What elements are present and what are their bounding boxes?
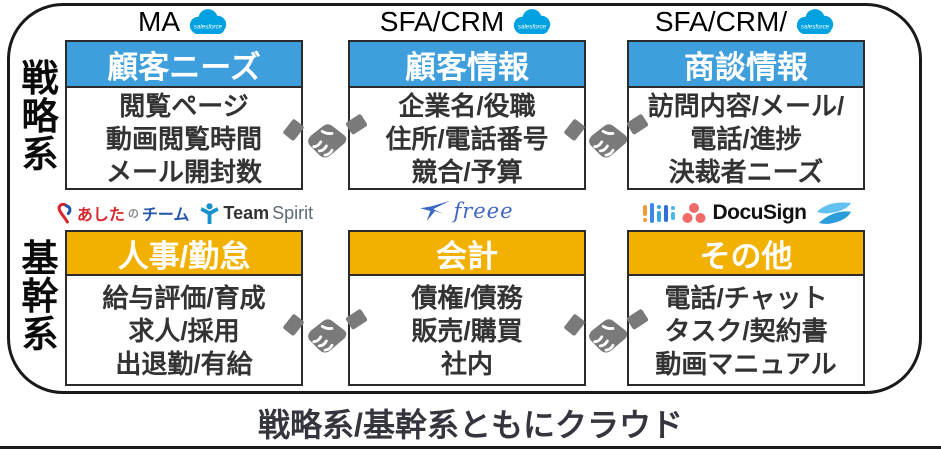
ashita-text-no: の: [127, 208, 139, 220]
category-label-sfacrm: SFA/CRM salesforce: [348, 5, 586, 39]
freee-text: freee: [453, 199, 514, 223]
box-line: 販売/購買: [411, 315, 523, 346]
category-label-ma: MA salesforce: [65, 5, 303, 39]
svg-text:salesforce: salesforce: [518, 23, 547, 30]
handshake-icon: [283, 104, 367, 174]
box-hr-attendance: 人事/勤怠 給与評価/育成 求人/採用 出退勤/有給: [65, 230, 303, 386]
svg-text:salesforce: salesforce: [801, 23, 830, 30]
box-line: タスク/契約書: [664, 315, 828, 346]
svg-text:salesforce: salesforce: [194, 23, 223, 30]
box-customer-info: 顧客情報 企業名/役職 住所/電話番号 競合/予算: [348, 40, 586, 190]
ashita-no-team-logo: あしたのチーム: [55, 201, 190, 225]
box-body: 電話/チャット タスク/契約書 動画マニュアル: [629, 276, 863, 386]
box-deal-info: 商談情報 訪問内容/メール/ 電話/進捗 決裁者ニーズ: [627, 40, 865, 190]
box-body: 訪問内容/メール/ 電話/進捗 決裁者ニーズ: [629, 88, 863, 190]
salesforce-logo: salesforce: [186, 7, 230, 38]
box-header: 顧客ニーズ: [67, 42, 301, 88]
ashita-mark-icon: [57, 202, 72, 224]
box-line: 電話/チャット: [664, 282, 828, 313]
box-header: その他: [629, 232, 863, 276]
box-line: 債権/債務: [411, 282, 523, 313]
box-header: 会計: [350, 232, 584, 276]
box-line: メール開封数: [105, 156, 262, 187]
row-label-core: 基幹系: [21, 238, 59, 355]
box-line: 給与評価/育成: [102, 282, 266, 313]
salesforce-logo: salesforce: [510, 7, 554, 38]
box-header: 商談情報: [629, 42, 863, 88]
category-label-sfacrm-slash: SFA/CRM/ salesforce: [627, 5, 865, 39]
box-accounting: 会計 債権/債務 販売/購買 社内: [348, 230, 586, 386]
box-customer-needs: 顧客ニーズ 閲覧ページ 動画閲覧時間 メール開封数: [65, 40, 303, 190]
box-body: 給与評価/育成 求人/採用 出退勤/有給: [67, 276, 301, 386]
freee-logo: freee: [420, 199, 513, 223]
asana-logo: [682, 202, 706, 224]
box-body: 閲覧ページ 動画閲覧時間 メール開封数: [67, 88, 301, 190]
box-other: その他 電話/チャット タスク/契約書 動画マニュアル: [627, 230, 865, 386]
teamspirit-mark-icon: [200, 202, 219, 224]
category-text: MA: [138, 6, 180, 37]
salesforce-logo: salesforce: [793, 7, 837, 38]
box-line: 訪問内容/メール/: [647, 90, 845, 121]
box-body: 企業名/役職 住所/電話番号 競合/予算: [350, 88, 584, 190]
box-line: 動画マニュアル: [655, 348, 837, 379]
box-line: 求人/採用: [128, 315, 240, 346]
teamspirit-text-light: Spirit: [272, 202, 314, 223]
docusign-logo: DocuSign: [712, 201, 808, 224]
box-header: 顧客情報: [350, 42, 584, 88]
handshake-icon: [564, 299, 648, 369]
row-label-strategic: 戦略系: [21, 58, 59, 175]
box-header: 人事/勤怠: [67, 232, 301, 276]
freee-bird-icon: [420, 200, 451, 222]
box-body: 債権/債務 販売/購買 社内: [350, 276, 584, 386]
logo-row-accounting: freee: [348, 195, 586, 227]
box-line: 企業名/役職: [398, 90, 536, 121]
ashita-text-red: あした: [76, 207, 125, 224]
bottom-divider: [0, 446, 941, 449]
category-text: SFA/CRM: [379, 6, 505, 37]
box-line: 社内: [440, 348, 493, 379]
caption: 戦略系/基幹系ともにクラウド: [258, 407, 683, 443]
box-line: 出退勤/有給: [115, 348, 253, 379]
box-line: 決裁者ニーズ: [668, 156, 824, 187]
wave-logo: [814, 199, 854, 228]
handshake-icon: [564, 104, 648, 174]
box-line: 閲覧ページ: [119, 90, 249, 121]
logo-row-other: DocuSign: [620, 197, 876, 229]
box-line: 住所/電話番号: [385, 123, 549, 154]
teamspirit-text-bold: Team: [223, 202, 270, 223]
box-line: 競合/予算: [411, 156, 523, 187]
handshake-icon: [283, 299, 367, 369]
miitel-logo: [642, 200, 675, 226]
box-line: 電話/進捗: [690, 123, 802, 154]
category-text: SFA/CRM/: [654, 6, 788, 37]
box-line: 動画閲覧時間: [105, 123, 262, 154]
ashita-text-blue: チーム: [141, 207, 190, 224]
